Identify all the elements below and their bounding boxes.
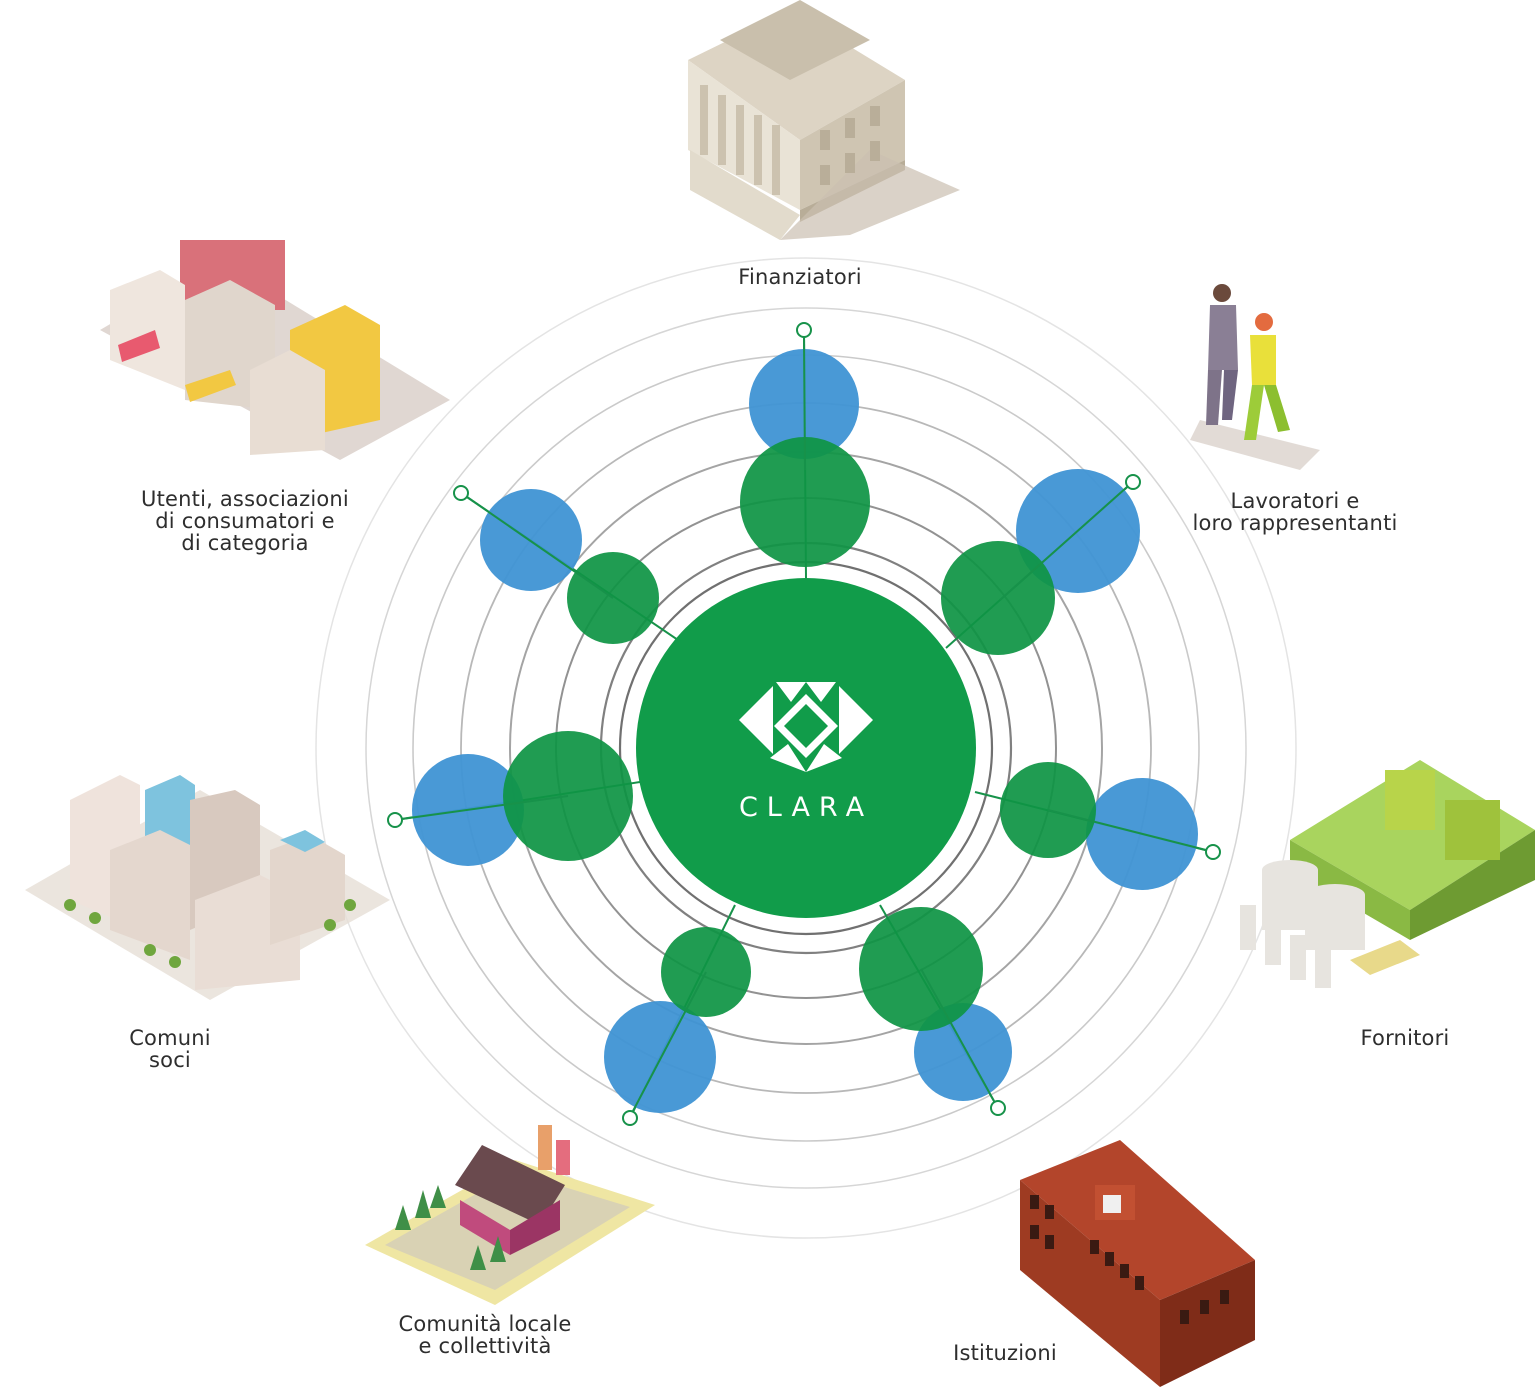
city-hall-icon: [1020, 1140, 1255, 1387]
label-finanziatori: Finanziatori: [700, 266, 900, 288]
clara-hub: CLARA: [636, 578, 976, 918]
label-comunita-line-1: Comunità locale: [398, 1312, 572, 1336]
inner-node-finanziatori: [740, 437, 870, 567]
label-lavoratori: Lavoratori e loro rappresentanti: [1160, 490, 1430, 534]
clara-diamond-logo-icon: [739, 682, 873, 772]
connector-lines-overlay: [401, 337, 1207, 1112]
label-fornitori: Fornitori: [1330, 1027, 1480, 1049]
label-utenti: Utenti, associazioni di consumatori e di…: [105, 488, 385, 554]
factory-icon: [1240, 760, 1535, 988]
label-comuni: Comuni soci: [120, 1027, 220, 1071]
label-utenti-line-3: di categoria: [181, 531, 309, 555]
label-utenti-line-1: Utenti, associazioni: [141, 487, 349, 511]
label-comuni-line-1: Comuni: [129, 1026, 211, 1050]
outer-nodes: [412, 349, 1198, 1113]
label-istituzioni: Istituzioni: [925, 1342, 1085, 1364]
bank-building-icon: [688, 0, 960, 240]
endpoint-markers: [387, 322, 1221, 1126]
label-comuni-line-2: soci: [149, 1048, 191, 1072]
label-comunita: Comunità locale e collettività: [360, 1313, 610, 1357]
hub-name: CLARA: [739, 792, 873, 823]
label-fornitori-line: Fornitori: [1360, 1026, 1450, 1050]
house-icon: [365, 1125, 655, 1305]
label-lavoratori-line-1: Lavoratori e: [1230, 489, 1360, 513]
city-blocks-icon: [25, 775, 390, 1000]
label-istituzioni-line: Istituzioni: [953, 1341, 1057, 1365]
shops-street-icon: [100, 240, 450, 460]
label-lavoratori-line-2: loro rappresentanti: [1192, 511, 1398, 535]
label-finanziatori-line: Finanziatori: [738, 265, 862, 289]
label-comunita-line-2: e collettività: [418, 1334, 552, 1358]
inner-node-lavoratori: [941, 541, 1055, 655]
outer-node-comunita: [604, 1001, 716, 1113]
walking-people-icon: [1190, 284, 1320, 470]
outer-node-utenti: [480, 489, 582, 591]
label-utenti-line-2: di consumatori e: [155, 509, 335, 533]
